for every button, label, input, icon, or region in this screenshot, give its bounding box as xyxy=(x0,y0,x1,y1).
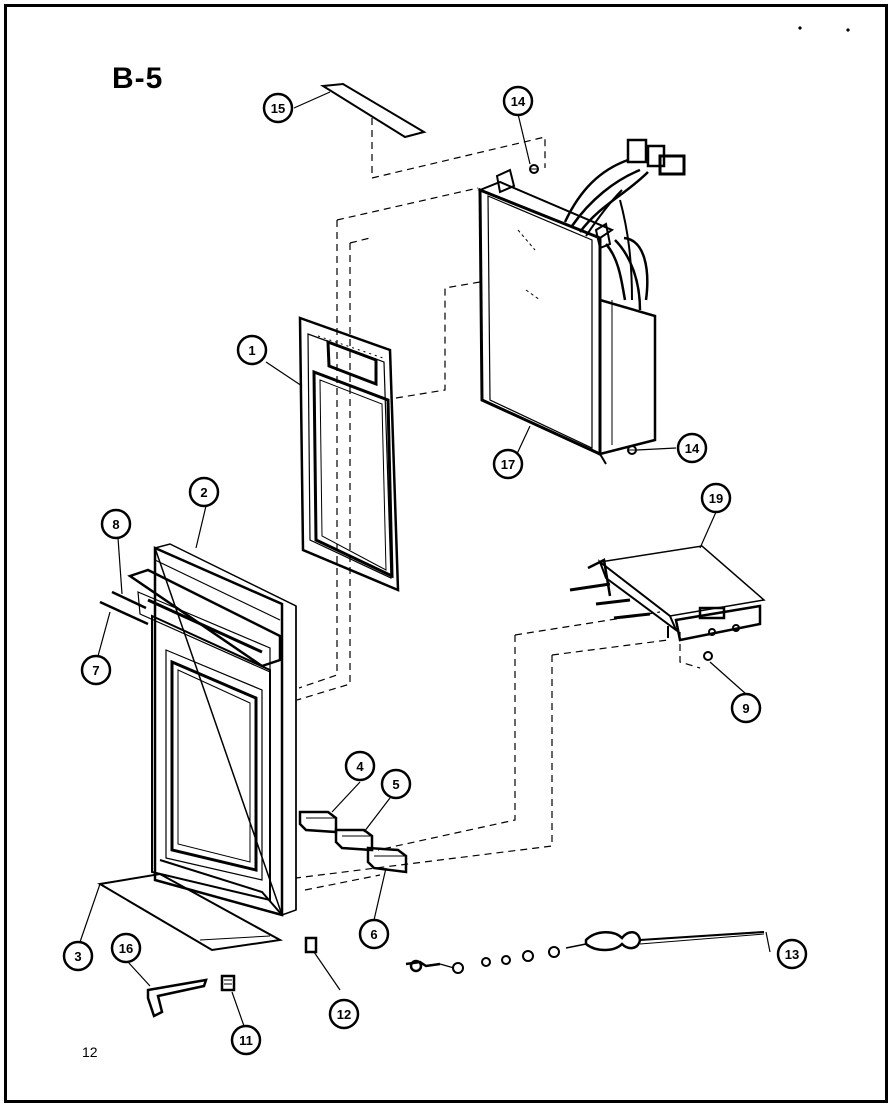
part-15-strip xyxy=(319,82,427,139)
part-12-clip xyxy=(304,936,318,954)
callout-17: 17 xyxy=(492,448,524,480)
svg-text:2: 2 xyxy=(200,485,207,500)
svg-text:11: 11 xyxy=(239,1033,253,1048)
callout-15: 15 xyxy=(262,92,294,124)
svg-text:6: 6 xyxy=(370,927,377,942)
part-14-screws xyxy=(529,164,637,455)
svg-text:19: 19 xyxy=(709,491,723,506)
callout-14a: 14 xyxy=(502,85,534,117)
svg-text:9: 9 xyxy=(742,701,749,716)
svg-text:14: 14 xyxy=(685,441,700,456)
svg-text:17: 17 xyxy=(501,457,515,472)
part-8-7-strips xyxy=(99,590,149,626)
svg-text:13: 13 xyxy=(785,947,799,962)
callout-19: 19 xyxy=(700,482,732,514)
callout-3: 3 xyxy=(62,940,94,972)
svg-text:1: 1 xyxy=(248,343,255,358)
svg-text:3: 3 xyxy=(74,949,81,964)
callout-5: 5 xyxy=(380,768,412,800)
dashed-guides xyxy=(295,118,701,891)
leader-lines xyxy=(79,91,771,1027)
callouts: 15 14 1 17 14 2 xyxy=(62,85,808,1056)
part-13-probe xyxy=(405,931,765,974)
callout-9: 9 xyxy=(730,692,762,724)
svg-text:16: 16 xyxy=(119,941,133,956)
part-9-screw xyxy=(703,651,713,661)
callout-7: 7 xyxy=(80,654,112,686)
callout-11: 11 xyxy=(230,1024,262,1056)
part-1-panel xyxy=(298,316,400,592)
svg-text:5: 5 xyxy=(392,777,399,792)
callout-12: 12 xyxy=(328,998,360,1030)
part-17-cabinet xyxy=(477,138,686,465)
callout-16: 16 xyxy=(110,932,142,964)
callout-2: 2 xyxy=(188,476,220,508)
callout-13: 13 xyxy=(776,938,808,970)
svg-text:14: 14 xyxy=(511,94,526,109)
callout-14b: 14 xyxy=(676,432,708,464)
callout-6: 6 xyxy=(358,918,390,950)
corner-dots xyxy=(798,26,850,32)
part-2-door-frame xyxy=(127,543,297,917)
callout-4: 4 xyxy=(344,750,376,782)
diagram-border xyxy=(4,4,888,1103)
svg-text:15: 15 xyxy=(271,101,285,116)
part-3-bottom-plate xyxy=(97,872,284,952)
part-16-hex-key xyxy=(146,978,208,1018)
diagram-title: B-5 xyxy=(112,62,164,95)
page-number: 12 xyxy=(82,1044,98,1060)
parts-4-5-6-blocks xyxy=(298,810,408,874)
callout-1: 1 xyxy=(236,334,268,366)
svg-text:4: 4 xyxy=(356,759,364,774)
svg-text:12: 12 xyxy=(337,1007,351,1022)
part-19-control-assembly xyxy=(569,545,766,642)
svg-text:7: 7 xyxy=(92,663,99,678)
svg-text:8: 8 xyxy=(112,517,119,532)
part-11-screw xyxy=(220,974,236,992)
callout-8: 8 xyxy=(100,508,132,540)
